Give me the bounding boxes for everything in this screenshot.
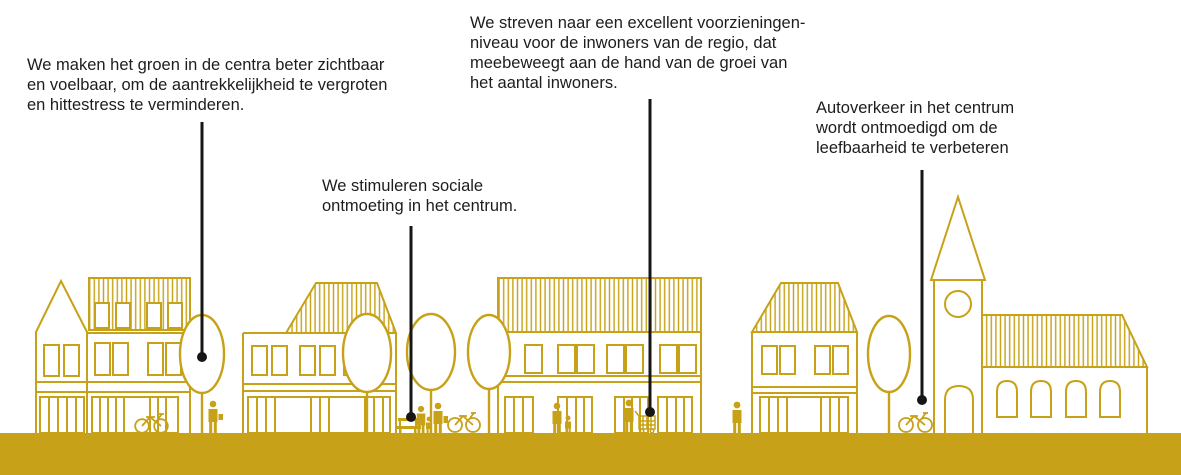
tree-icon: [866, 314, 912, 394]
annotation-line: leefbaarheid te verbeteren: [816, 139, 1009, 157]
shop-building-parapet: [86, 277, 191, 434]
annotation-line: We maken het groen in de centra beter zi…: [27, 56, 385, 74]
pointer-green: [197, 122, 207, 362]
right-house: [750, 282, 859, 434]
annotation-line: niveau voor de inwoners van de regio, da…: [470, 34, 777, 52]
central-commercial-building: [497, 277, 702, 434]
person-icon: [732, 401, 742, 433]
person-icon: [624, 399, 634, 433]
annotation-line: We stimuleren sociale: [322, 177, 484, 195]
pointer-amenities: [645, 99, 655, 417]
person-icon: [433, 402, 448, 433]
person-icon: [208, 400, 223, 433]
annotation-amenities: We streven naar een excellent voorzienin…: [470, 13, 805, 93]
annotation-traffic: Autoverkeer in het centrum wordt ontmoed…: [816, 98, 1014, 158]
trees: [178, 312, 912, 433]
pointer-traffic: [917, 170, 927, 405]
person-icon: [552, 402, 562, 433]
tree-icon: [341, 312, 393, 394]
ground-strip: [0, 433, 1181, 475]
annotation-line: en hittestress te verminderen.: [27, 96, 245, 114]
annotation-line: meebeweegt aan de hand van de groei van: [470, 54, 788, 72]
annotation-line: Autoverkeer in het centrum: [816, 99, 1015, 117]
person-icon: [416, 405, 426, 433]
annotation-line: en voelbaar, om de aantrekkelijkheid te …: [27, 76, 388, 94]
tree-icon: [405, 312, 457, 392]
annotation-green: We maken het groen in de centra beter zi…: [27, 55, 387, 115]
tree-icon: [466, 313, 512, 391]
child-icon: [565, 415, 571, 433]
bicycle-icon: [447, 412, 481, 433]
people: [208, 399, 742, 433]
annotation-line: ontmoeting in het centrum.: [322, 197, 518, 215]
church: [929, 193, 1149, 433]
bicycle-icon: [134, 413, 169, 434]
bicycle-icon: [898, 412, 933, 433]
annotation-line: We streven naar een excellent voorzienin…: [470, 14, 806, 32]
annotation-line: wordt ontmoedigd om de: [816, 119, 998, 137]
annotation-social: We stimuleren sociale ontmoeting in het …: [322, 176, 517, 216]
annotation-line: het aantal inwoners.: [470, 74, 618, 92]
child-icon: [426, 416, 432, 433]
pointer-social: [406, 226, 416, 422]
